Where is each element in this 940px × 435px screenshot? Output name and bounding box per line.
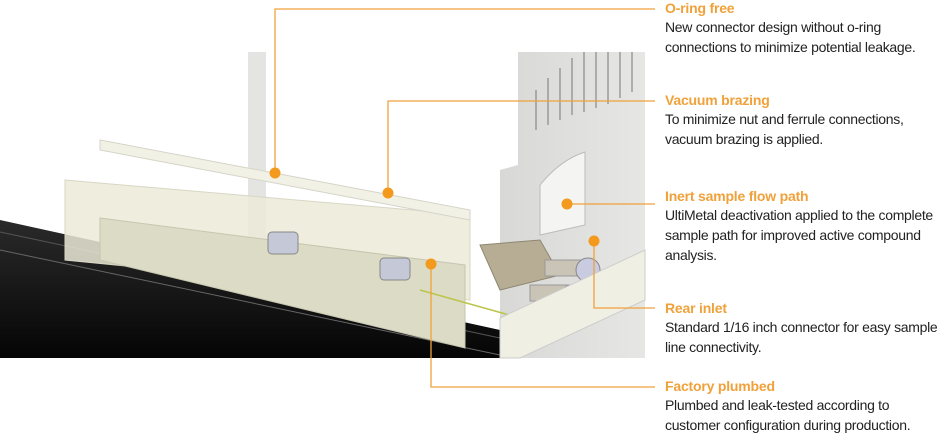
- callout-body: To minimize nut and ferrule connections,…: [665, 111, 904, 147]
- callout-title: Factory plumbed: [665, 378, 775, 394]
- callout-title: O-ring free: [665, 0, 735, 16]
- callout-title: Vacuum brazing: [665, 92, 770, 108]
- callout-inert-sample-flow-path: Inert sample flow path UltiMetal deactiv…: [665, 188, 940, 265]
- front-plate: [499, 249, 646, 359]
- guard-top: [99, 139, 471, 221]
- callout-factory-plumbed: Factory plumbed Plumbed and leak-tested …: [665, 378, 940, 435]
- callout-title: Inert sample flow path: [665, 188, 809, 204]
- callout-body: New connector design without o-ring conn…: [665, 19, 916, 55]
- panel-edge: [0, 249, 501, 356]
- callout-o-ring-free: O-ring free New connector design without…: [665, 0, 940, 57]
- sample-tubing: [419, 289, 521, 319]
- callout-body: Standard 1/16 inch connector for easy sa…: [665, 319, 938, 355]
- manifold-bar: [99, 217, 466, 349]
- housing-opening: [539, 151, 586, 236]
- callout-vacuum-brazing: Vacuum brazing To minimize nut and ferru…: [665, 92, 940, 149]
- callout-body: UltiMetal deactivation applied to the co…: [665, 207, 933, 263]
- callout-rear-inlet: Rear inlet Standard 1/16 inch connector …: [665, 300, 940, 357]
- callout-title: Rear inlet: [665, 300, 727, 316]
- leader-lines: [274, 8, 655, 388]
- callout-dots: [269, 167, 600, 270]
- callout-body: Plumbed and leak-tested according to cus…: [665, 397, 911, 433]
